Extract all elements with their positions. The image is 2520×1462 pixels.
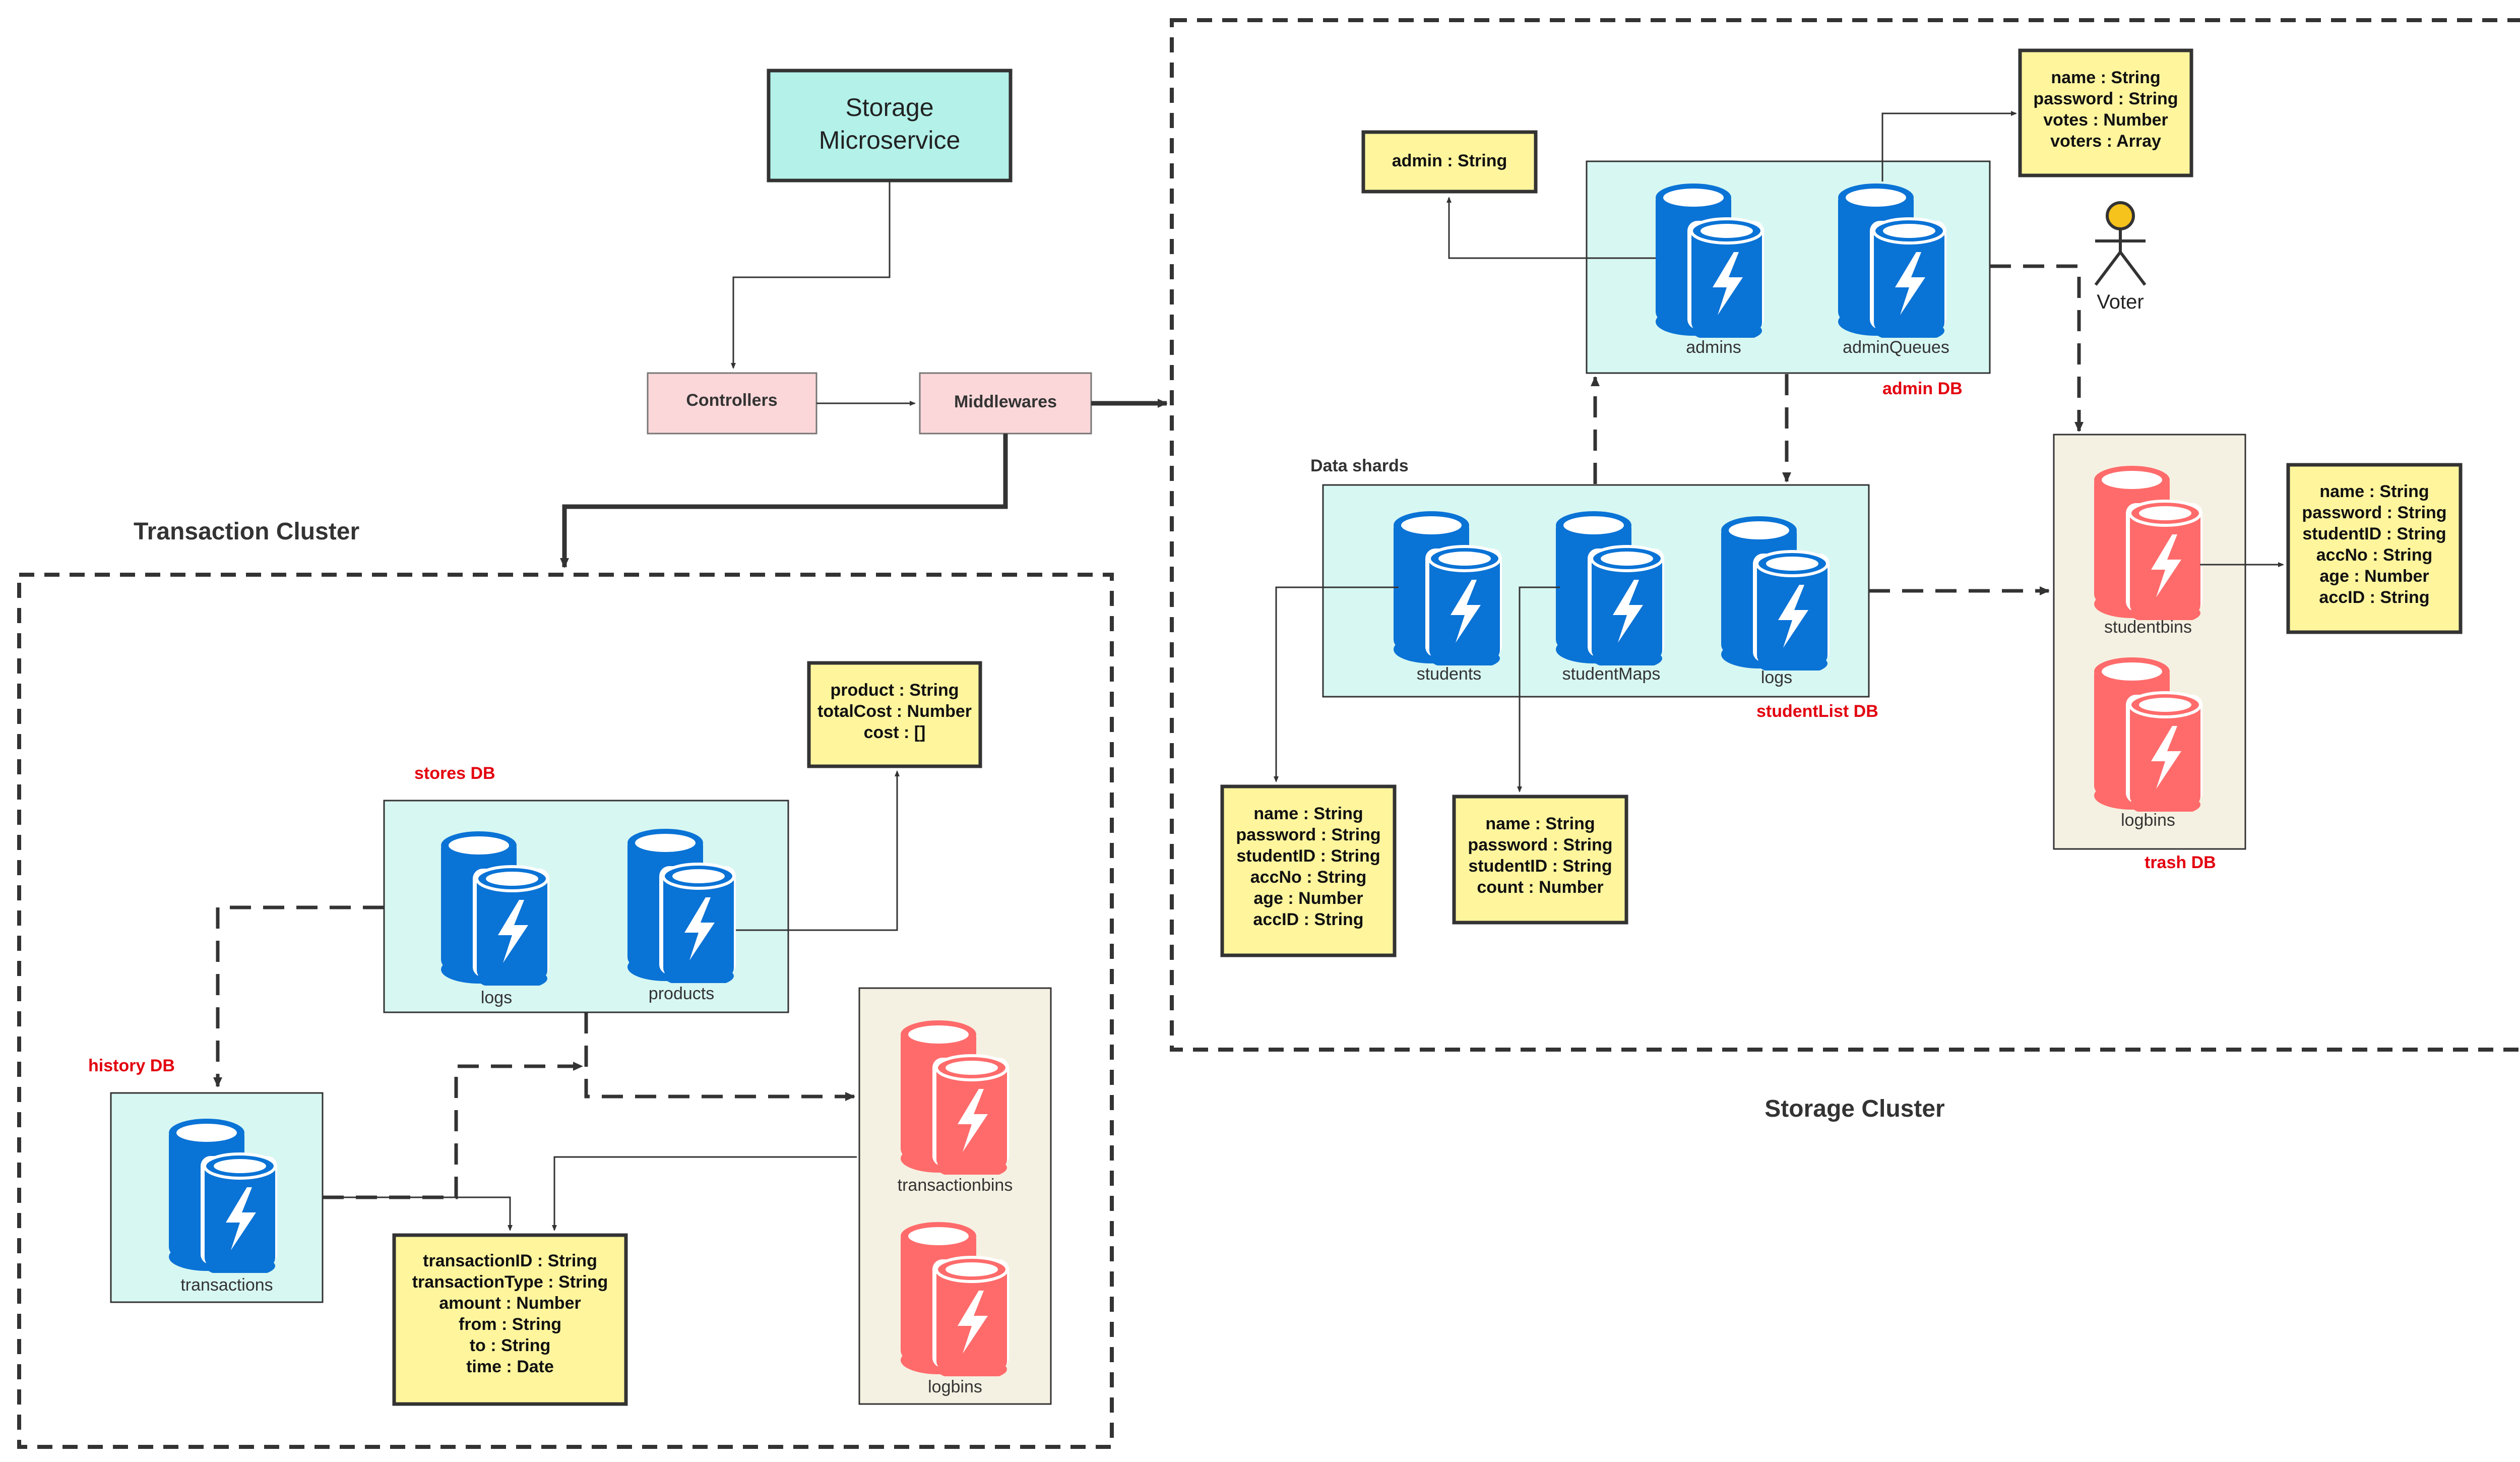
stores-db-label: stores DB [414, 764, 495, 783]
schema-field: product : String [831, 681, 959, 700]
voter-actor [2094, 201, 2147, 286]
collection-logbins-students: logbins [2121, 811, 2175, 830]
connector-transactions-schema [323, 1196, 513, 1231]
trash-db-label: trash DB [2145, 853, 2216, 872]
transaction-schema-box: transactionID : String transactionType :… [392, 1233, 628, 1406]
schema-field: cost : [] [864, 723, 926, 742]
studentlist-db-label: studentList DB [1756, 702, 1878, 721]
data-shards-label: Data shards [1310, 456, 1409, 475]
schema-field: to : String [470, 1336, 551, 1355]
schema-field: password : String [2302, 503, 2446, 522]
middlewares-box: Middlewares [919, 372, 1092, 435]
collection-admins: admins [1686, 338, 1741, 357]
connector-bins-schema [552, 1156, 857, 1231]
schema-field: password : String [1236, 825, 1380, 844]
collection-logbins-tx: logbins [928, 1377, 982, 1396]
schema-field: time : Date [466, 1357, 554, 1376]
voter-schema-box: name : String password : String votes : … [2018, 48, 2193, 177]
connector-service-controllers [731, 180, 891, 369]
connector-students-schema [1274, 586, 1399, 782]
collection-studentmaps: studentMaps [1562, 664, 1661, 684]
schema-field: transactionID : String [423, 1251, 597, 1270]
collection-transactions: transactions [180, 1275, 273, 1295]
schema-field: name : String [2319, 482, 2429, 501]
collection-students: students [1417, 664, 1482, 684]
schema-field: accID : String [1253, 910, 1363, 929]
schema-field: age : Number [2319, 567, 2429, 586]
middlewares-label: Middlewares [954, 392, 1057, 411]
schema-field: accNo : String [2316, 545, 2432, 565]
connector-stores-trash [584, 1012, 855, 1101]
schema-field: amount : Number [439, 1294, 581, 1313]
studentmap-schema-box: name : String password : String studentI… [1452, 795, 1628, 925]
schema-field: studentID : String [2302, 524, 2446, 543]
schema-field: password : String [2033, 89, 2178, 108]
collection-studentbins: studentbins [2104, 618, 2192, 637]
collection-logs-stores: logs [481, 988, 512, 1007]
schema-field: accNo : String [1250, 868, 1366, 887]
voter-label: Voter [2097, 291, 2144, 313]
schema-field: name : String [1253, 804, 1363, 823]
connector-middlewares-transaction [560, 434, 1008, 568]
connector-adminqueues-voter-schema [1881, 111, 2017, 181]
schema-field: name : String [1485, 814, 1595, 833]
product-schema-box: product : String totalCost : Number cost… [807, 661, 982, 768]
connector-admins-schema [1446, 197, 1656, 259]
schema-field: voters : Array [2050, 132, 2161, 151]
collection-products: products [649, 984, 714, 1003]
storage-cluster-boundary [1170, 18, 2520, 1052]
schema-field: accID : String [2319, 588, 2429, 607]
schema-field: admin : String [1392, 151, 1507, 170]
collection-logs-students: logs [1761, 668, 1792, 687]
schema-field: transactionType : String [412, 1272, 608, 1292]
controllers-box: Controllers [647, 372, 817, 435]
storage-service-line2: Microservice [819, 126, 961, 154]
schema-field: studentID : String [1468, 857, 1612, 876]
studentbin-schema-box: name : String password : String studentI… [2286, 463, 2463, 634]
admin-db-label: admin DB [1882, 379, 1963, 398]
schema-field: password : String [1468, 835, 1612, 855]
schema-field: studentID : String [1236, 846, 1380, 866]
controllers-label: Controllers [686, 391, 777, 410]
schema-field: name : String [2051, 68, 2160, 87]
schema-field: votes : Number [2043, 110, 2168, 130]
collection-adminqueues: adminQueues [1843, 338, 1949, 357]
schema-field: totalCost : Number [817, 702, 972, 721]
collection-transactionbins: transactionbins [898, 1176, 1013, 1195]
history-db-label: history DB [88, 1056, 175, 1075]
connector-products-schema [736, 770, 900, 931]
transaction-cluster-title: Transaction Cluster [134, 518, 359, 545]
admin-schema-box: admin : String [1361, 130, 1538, 194]
storage-cluster-title: Storage Cluster [1765, 1095, 1944, 1122]
student-schema-box: name : String password : String studentI… [1220, 784, 1397, 957]
schema-field: from : String [459, 1315, 561, 1334]
storage-service-line1: Storage [845, 93, 933, 121]
schema-field: age : Number [1253, 889, 1363, 908]
connector-history-trash [323, 1062, 583, 1199]
schema-field: count : Number [1477, 878, 1603, 897]
connector-admin-trash [1990, 264, 2084, 432]
storage-microservice-box: Storage Microservice [767, 69, 1013, 182]
connector-studentmaps-schema [1517, 586, 1560, 793]
connector-stores-history [213, 905, 384, 1087]
